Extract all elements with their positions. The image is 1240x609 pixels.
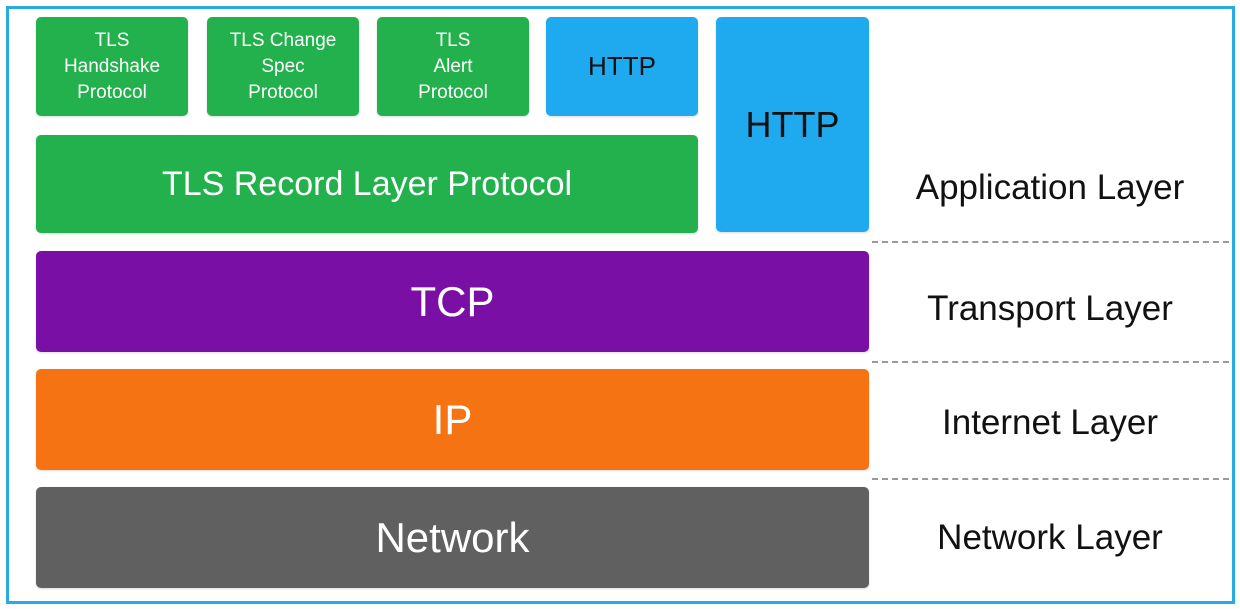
application-layer-label: Application Layer: [915, 168, 1185, 207]
divider-application-transport: [872, 241, 1229, 243]
tls-alert-protocol-box: TLS Alert Protocol: [377, 17, 529, 116]
network-layer-label: Network Layer: [937, 518, 1163, 557]
ip-box: IP: [36, 369, 869, 470]
internet-layer-label: Internet Layer: [942, 403, 1158, 442]
divider-internet-network: [872, 478, 1229, 480]
tls-record-layer-protocol-box: TLS Record Layer Protocol: [36, 135, 698, 233]
transport-layer-label: Transport Layer: [927, 289, 1173, 328]
http-plain-box: HTTP: [716, 17, 869, 232]
tls-change-spec-protocol-box: TLS Change Spec Protocol: [207, 17, 359, 116]
tls-handshake-protocol-box: TLS Handshake Protocol: [36, 17, 188, 116]
network-box: Network: [36, 487, 869, 588]
http-over-tls-box: HTTP: [546, 17, 698, 116]
divider-transport-internet: [872, 361, 1229, 363]
tcp-box: TCP: [36, 251, 869, 352]
